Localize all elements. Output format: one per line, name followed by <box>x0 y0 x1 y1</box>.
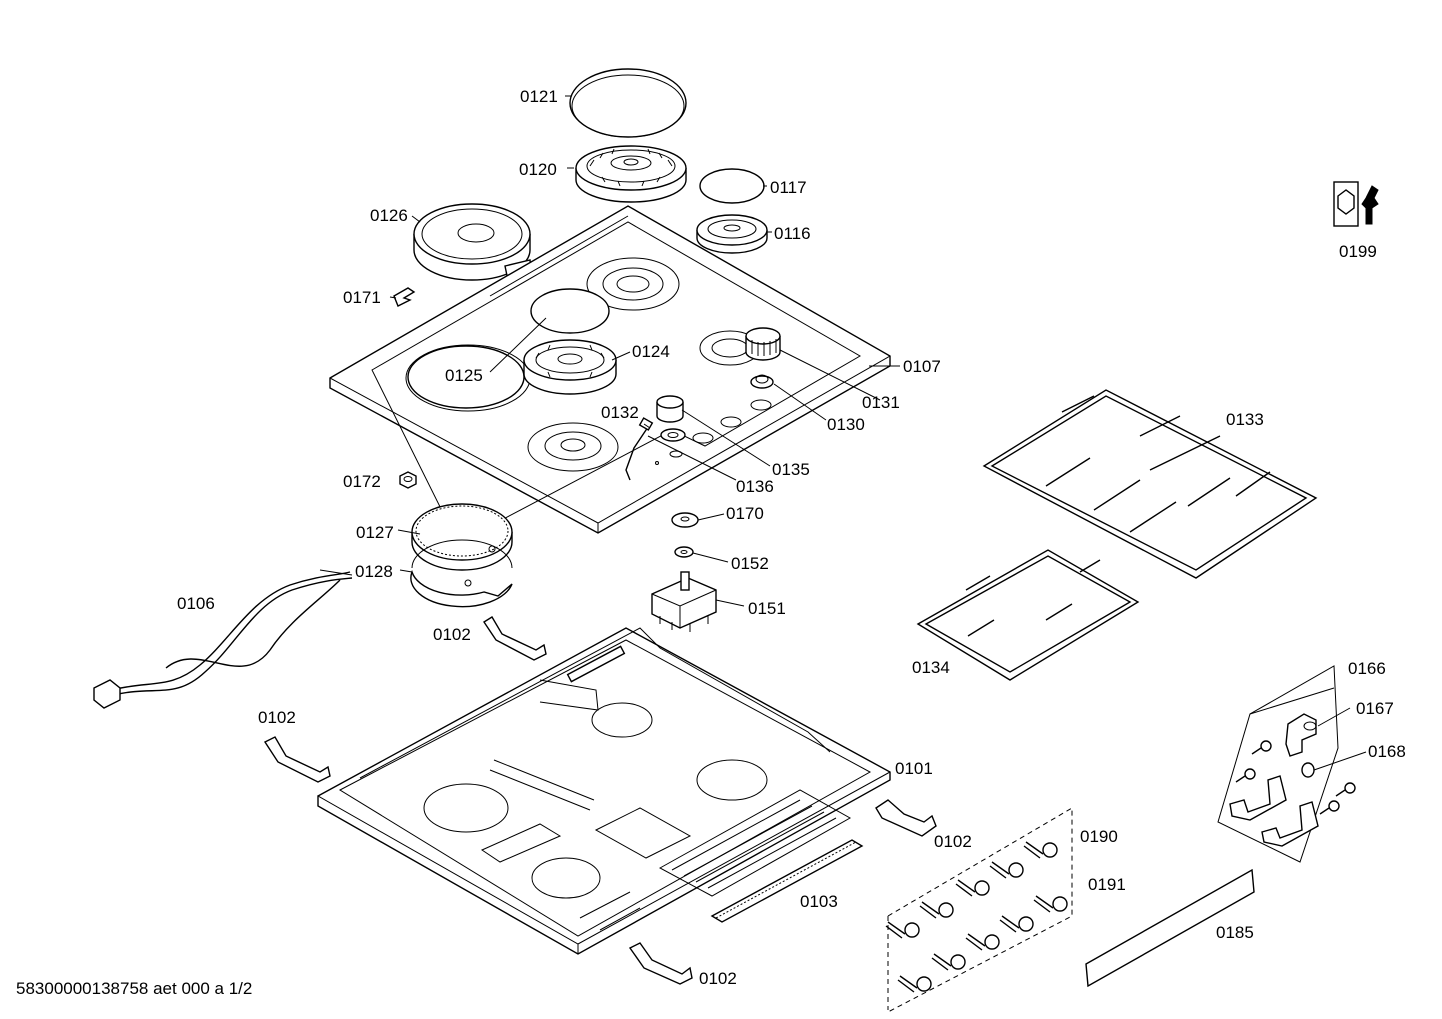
document-id: 58300000138758 aet 000 a 1/2 <box>16 979 253 998</box>
part-0128-reflector <box>410 539 513 608</box>
wrench-nut-icon <box>1333 181 1379 227</box>
part-0131-control-knob <box>745 327 781 361</box>
callout-0131: 0131 <box>862 393 900 412</box>
callout-0102-b: 0102 <box>258 708 296 727</box>
part-0102-bracket-1 <box>483 616 547 661</box>
part-0136-washer <box>660 428 686 442</box>
callout-0151: 0151 <box>748 599 786 618</box>
part-0170-seal-ring <box>671 512 699 528</box>
callout-0172: 0172 <box>343 472 381 491</box>
part-0102-bracket-4 <box>628 942 693 985</box>
part-0102-bracket-3 <box>875 799 937 837</box>
callout-0125: 0125 <box>445 366 483 385</box>
callout-0102-d: 0102 <box>699 969 737 988</box>
part-0135-knob-small <box>656 395 684 423</box>
callout-0103: 0103 <box>800 892 838 911</box>
part-0134-pan-support-small <box>916 549 1140 681</box>
callout-0191: 0191 <box>1088 875 1126 894</box>
callout-0106: 0106 <box>177 594 215 613</box>
leader-lines <box>319 95 1367 771</box>
callout-0128: 0128 <box>355 562 393 581</box>
part-0151-energy-regulator <box>651 571 717 632</box>
callout-0101: 0101 <box>895 759 933 778</box>
callout-0168: 0168 <box>1368 742 1406 761</box>
callout-labels: 0121 0120 0117 0116 0126 0171 0124 0125 … <box>177 87 1406 988</box>
callout-0102-a: 0102 <box>433 625 471 644</box>
callout-0127: 0127 <box>356 523 394 542</box>
callout-0130: 0130 <box>827 415 865 434</box>
part-0185-adhesive-strip <box>1085 868 1255 988</box>
part-0125-cover-disk <box>530 288 610 334</box>
callout-0121: 0121 <box>520 87 558 106</box>
part-0117-small-cap <box>699 168 765 204</box>
callout-0152: 0152 <box>731 554 769 573</box>
callout-0107: 0107 <box>903 357 941 376</box>
callout-0135: 0135 <box>772 460 810 479</box>
part-0102-bracket-2 <box>263 736 331 783</box>
callout-0116: 0116 <box>774 224 811 243</box>
callout-0166: 0166 <box>1348 659 1386 678</box>
callout-0120: 0120 <box>519 160 557 179</box>
callout-0133: 0133 <box>1226 410 1264 429</box>
callout-0102-c: 0102 <box>934 832 972 851</box>
part-0101-base-tray <box>317 627 891 955</box>
part-0133-pan-support-large <box>982 389 1318 579</box>
callout-0199: 0199 <box>1339 242 1377 261</box>
part-0103-seal-strip <box>710 839 864 923</box>
part-0120-burner-head <box>575 145 687 203</box>
callout-0136: 0136 <box>736 477 774 496</box>
part-0124-burner-medium <box>523 339 617 395</box>
callout-0171: 0171 <box>343 288 381 307</box>
part-0106-power-cable <box>93 571 353 709</box>
callout-0170: 0170 <box>726 504 764 523</box>
callout-0185: 0185 <box>1216 923 1254 942</box>
part-0172-nut <box>399 471 417 489</box>
part-0127-heat-shield <box>411 503 513 571</box>
part-0190-0191-screw-set <box>885 807 1073 1013</box>
callout-0190: 0190 <box>1080 827 1118 846</box>
callout-0124: 0124 <box>632 342 670 361</box>
callout-0132: 0132 <box>601 403 639 422</box>
part-0152-small-washer <box>674 546 694 558</box>
callout-0134: 0134 <box>912 658 950 677</box>
part-0166-connection-kit <box>1217 665 1356 863</box>
part-0130-knob-seal <box>750 374 774 389</box>
callout-0126: 0126 <box>370 206 408 225</box>
part-0116-small-burner <box>696 214 768 254</box>
part-0171-clip <box>393 287 416 307</box>
callout-0167: 0167 <box>1356 699 1394 718</box>
part-0121-burner-cap <box>569 68 687 138</box>
callout-0117: 0117 <box>770 178 807 197</box>
